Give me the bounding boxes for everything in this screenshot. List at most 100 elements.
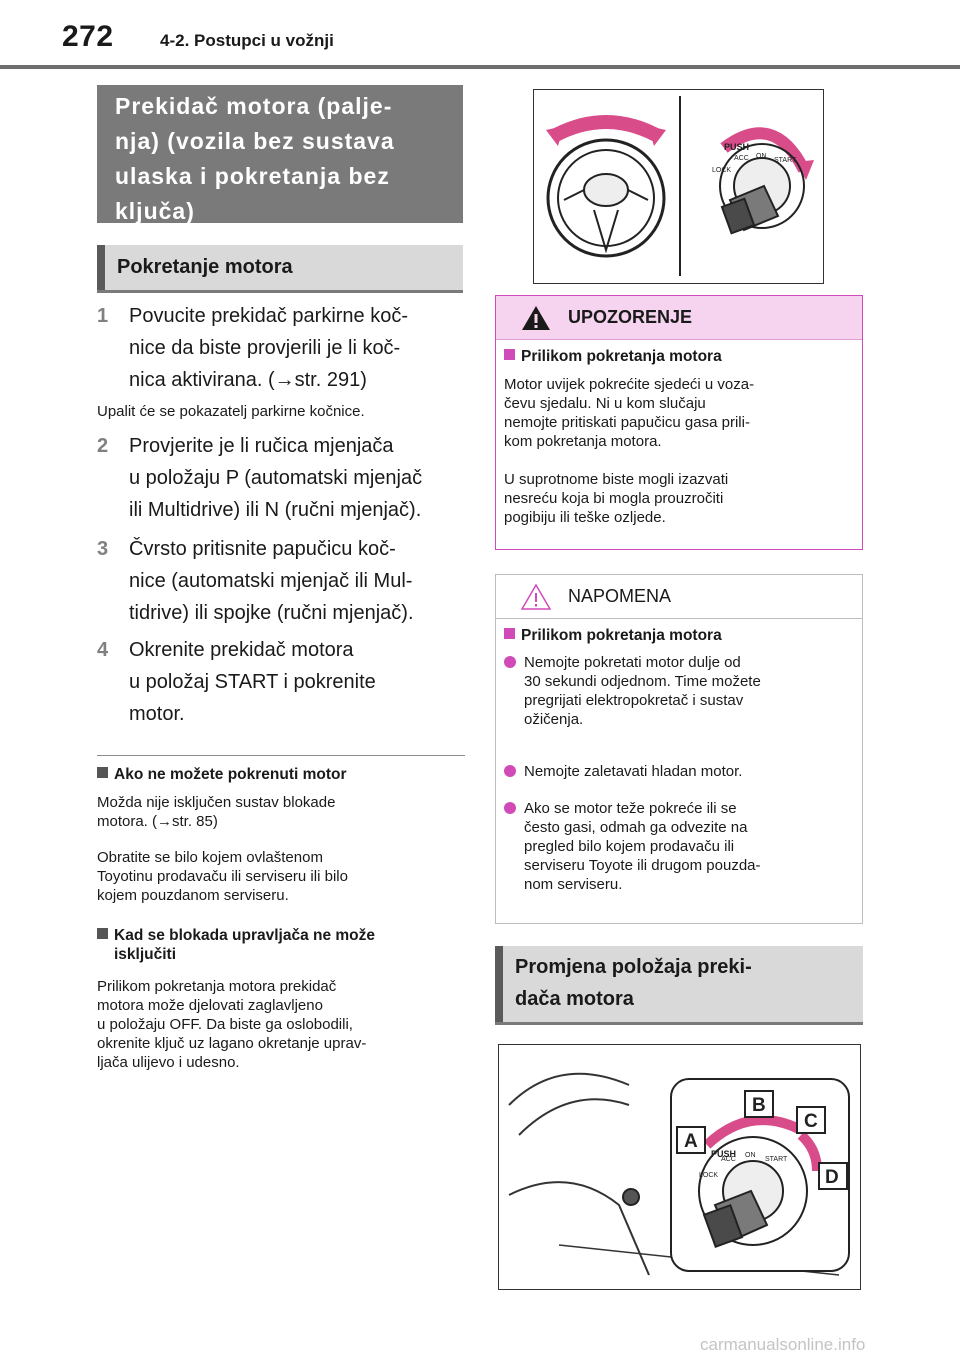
step-2: 2 Provjerite je li ručica mjenjača u pol…	[97, 430, 467, 530]
callout-a: A	[676, 1126, 706, 1154]
figure-steering-and-switch: PUSH LOCK ACC ON START	[533, 89, 824, 284]
warning-paragraph: U suprotnome biste mogli izazvati nesreć…	[504, 470, 860, 527]
round-bullet-icon	[504, 656, 516, 668]
notice-title: NAPOMENA	[568, 586, 672, 606]
caution-triangle-icon	[521, 584, 551, 610]
note-line: motora. (→str. 85)	[97, 813, 218, 830]
warning-paragraph: Motor uvijek pokrećite sjedeći u voza- č…	[504, 375, 860, 451]
notice-line: serviseru Toyote ili drugom pouzda-	[524, 857, 761, 874]
callout-b: B	[744, 1090, 774, 1118]
notice-line: Nemojte pokretati motor dulje od	[524, 654, 741, 671]
divider	[97, 755, 465, 756]
step-line: ili Multidrive) ili N (ručni mjenjač).	[129, 499, 422, 521]
warning-line: nemojte pritiskati papučicu gasa prili-	[504, 414, 750, 431]
warning-line: Motor uvijek pokrećite sjedeći u voza-	[504, 376, 755, 393]
step-1: 1 Povucite prekidač parkirne koč- nice d…	[97, 300, 467, 400]
main-title-line: Prekidač motora (palje-	[115, 93, 393, 119]
warning-box: UPOZORENJE Prilikom pokretanja motora Mo…	[495, 295, 863, 550]
step-line: Povucite prekidač parkirne koč-	[129, 305, 409, 327]
notice-bullet: Nemojte zaletavati hladan motor.	[504, 762, 860, 781]
warning-heading-text: Prilikom pokretanja motora	[521, 348, 722, 365]
callout-d: D	[818, 1162, 848, 1190]
round-bullet-icon	[504, 765, 516, 777]
notice-line: pregled bilo kojem prodavaču ili	[524, 838, 735, 855]
start-label: START	[774, 157, 797, 164]
figure-switch-positions: PUSH LOCK ACC ON START A B C D	[498, 1044, 861, 1290]
main-title-line: ključa)	[115, 198, 195, 224]
ignition-positions-illustration: PUSH LOCK ACC ON START A B C D	[508, 1072, 850, 1276]
note-heading: Kad se blokada upravljača ne može isklju…	[97, 926, 467, 964]
note-paragraph: Možda nije isključen sustav blokade moto…	[97, 793, 467, 831]
notice-heading-text: Prilikom pokretanja motora	[521, 627, 722, 644]
start-label: START	[765, 1156, 788, 1163]
subheading-change-position: Promjena položaja preki- dača motora	[495, 946, 863, 1025]
step-number: 2	[97, 435, 109, 457]
step-4: 4 Okrenite prekidač motora u položaj STA…	[97, 634, 467, 734]
step-3: 3 Čvrsto pritisnite papučicu koč- nice (…	[97, 533, 467, 633]
square-bullet-icon	[97, 928, 108, 939]
square-bullet-icon	[504, 628, 515, 639]
notice-line: ožičenja.	[524, 711, 584, 728]
section-title: 4-2. Postupci u vožnji	[160, 31, 334, 50]
note-heading-text: Ako ne možete pokrenuti motor	[114, 766, 347, 783]
subheading-start-engine: Pokretanje motora	[97, 245, 463, 293]
notice-line: pregrijati elektropokretač i sustav	[524, 692, 744, 709]
lock-label: LOCK	[712, 167, 731, 174]
note-heading-text: isključiti	[114, 946, 177, 963]
note-heading-text: Kad se blokada upravljača ne može	[114, 927, 376, 944]
callout-a-label: A	[684, 1131, 698, 1152]
warning-line: kom pokretanja motora.	[504, 433, 662, 450]
step-line: nice da biste provjerili je li koč-	[129, 337, 401, 359]
step-line: u položaju P (automatski mjenjač	[129, 467, 423, 489]
step-1-note: Upalit će se pokazatelj parkirne kočnice…	[97, 403, 365, 420]
note-line: u položaju OFF. Da biste ga oslobodili,	[97, 1016, 353, 1033]
note-line: motora može djelovati zaglavljeno	[97, 997, 323, 1014]
step-line: motor.	[129, 703, 185, 725]
warning-line: čevu sjedalu. Ni u kom slučaju	[504, 395, 706, 412]
lock-label: LOCK	[699, 1172, 718, 1179]
callout-c: C	[796, 1106, 826, 1134]
warning-line: nesreću koja bi mogla prouzročiti	[504, 490, 724, 507]
watermark: carmanualsonline.info	[700, 1335, 866, 1354]
main-title-line: ulaska i pokretanja bez	[115, 163, 390, 189]
note-heading: Ako ne možete pokrenuti motor	[97, 765, 467, 784]
note-line: okrenite ključ uz lagano okretanje uprav…	[97, 1035, 367, 1052]
acc-label: ACC	[721, 1156, 736, 1163]
notice-heading: Prilikom pokretanja motora	[504, 626, 854, 645]
note-paragraph: Prilikom pokretanja motora prekidač moto…	[97, 977, 467, 1072]
header-rule	[0, 65, 960, 69]
step-line: nice (automatski mjenjač ili Mul-	[129, 570, 413, 592]
warning-line: pogibiju ili teške ozljede.	[504, 509, 666, 526]
acc-label: ACC	[734, 155, 749, 162]
push-label: PUSH	[711, 1149, 736, 1159]
warning-title: UPOZORENJE	[568, 307, 693, 327]
note-line: ljača ulijevo i udesno.	[97, 1054, 240, 1071]
warning-heading: Prilikom pokretanja motora	[504, 347, 854, 366]
warning-line: U suprotnome biste mogli izazvati	[504, 471, 729, 488]
note-line: Možda nije isključen sustav blokade	[97, 794, 336, 811]
notice-line: nom serviseru.	[524, 876, 623, 893]
on-label: ON	[745, 1152, 756, 1159]
page-number: 272	[62, 20, 114, 53]
square-bullet-icon	[504, 349, 515, 360]
push-label: PUSH	[724, 142, 749, 152]
note-line: Obratite se bilo kojem ovlaštenom	[97, 849, 323, 866]
round-bullet-icon	[504, 802, 516, 814]
step-line: Čvrsto pritisnite papučicu koč-	[129, 538, 396, 560]
notice-line: Nemojte zaletavati hladan motor.	[524, 763, 743, 780]
square-bullet-icon	[97, 767, 108, 778]
step-number: 1	[97, 305, 109, 327]
notice-box: NAPOMENA Prilikom pokretanja motora Nemo…	[495, 574, 863, 924]
note-line: kojem pouzdanom serviseru.	[97, 887, 289, 904]
notice-line: često gasi, odmah ga odvezite na	[524, 819, 748, 836]
notice-header: NAPOMENA	[496, 575, 862, 619]
step-line: nica aktivirana. (→str. 291)	[129, 369, 367, 391]
warning-header: UPOZORENJE	[496, 296, 862, 340]
note-line: Prilikom pokretanja motora prekidač	[97, 978, 337, 995]
callout-c-label: C	[804, 1111, 818, 1132]
notice-line: 30 sekundi odjednom. Time možete	[524, 673, 761, 690]
note-paragraph: Obratite se bilo kojem ovlaštenom Toyoti…	[97, 848, 467, 905]
main-title-line: nja) (vozila bez sustava	[115, 128, 395, 154]
warning-triangle-icon	[522, 306, 550, 330]
step-number: 3	[97, 538, 109, 560]
